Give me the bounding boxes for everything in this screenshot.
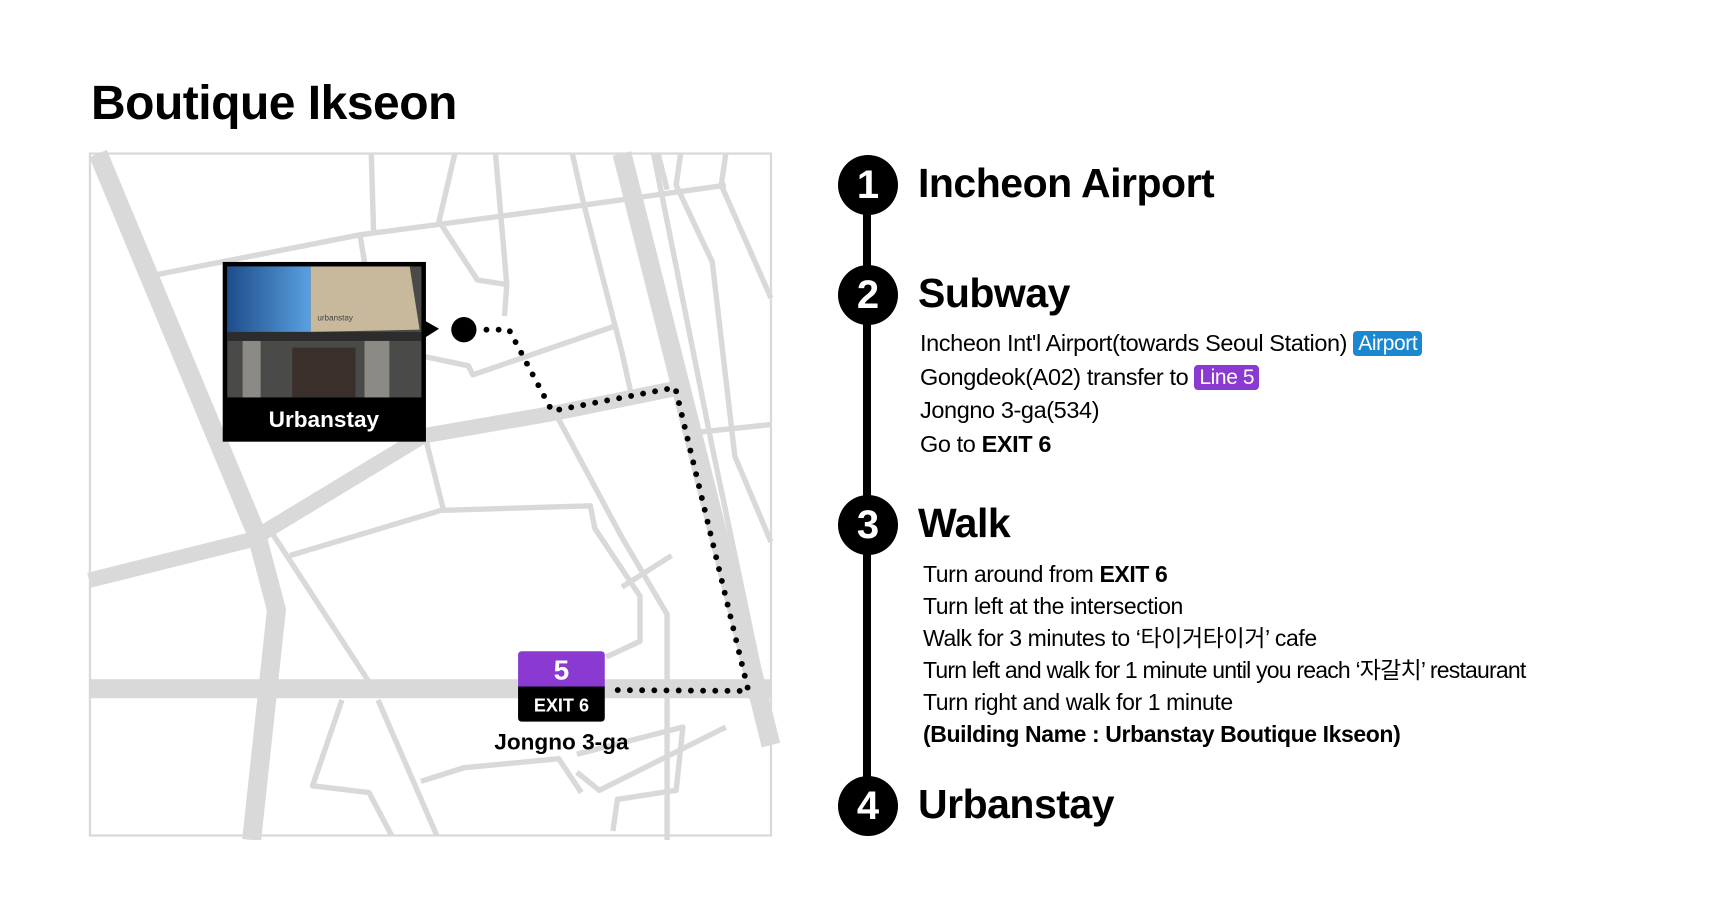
- destination-marker: [451, 317, 477, 343]
- step-2-number: 2: [838, 265, 898, 325]
- hotel-photo-callout: urbanstay Urbanstay: [222, 261, 440, 442]
- route-map: urbanstay Urbanstay 5 EXIT 6 Jongno 3-ga: [87, 149, 780, 840]
- instruction-line: Jongno 3-ga(534): [920, 397, 1100, 423]
- station-exit-badge: 5 EXIT 6 Jongno 3-ga: [494, 651, 629, 755]
- route-path: [451, 317, 753, 694]
- step-2-heading: Subway: [918, 270, 1070, 316]
- airport-line-badge: Airport: [1353, 331, 1423, 356]
- step-3-number: 3: [838, 495, 898, 555]
- step-4-number: 4: [838, 776, 898, 836]
- instruction-line: Gongdeok(A02) transfer to Line 5: [920, 361, 1422, 395]
- line-number: 5: [554, 655, 570, 686]
- instruction-line: Go to EXIT 6: [920, 430, 1052, 457]
- line-5-badge: Line 5: [1194, 364, 1260, 390]
- subway-instructions: Incheon Int'l Airport(towards Seoul Stat…: [920, 327, 1423, 461]
- page-title: Boutique Ikseon: [91, 77, 457, 130]
- instruction-line: Walk for 3 minutes to ‘타이거타이거’ cafe: [923, 625, 1317, 651]
- instruction-line: Turn left and walk for 1 minute until yo…: [923, 657, 1526, 683]
- step-3-heading: Walk: [918, 500, 1011, 546]
- hotel-sign-text: urbanstay: [317, 314, 354, 323]
- exit-number: EXIT 6: [534, 696, 589, 716]
- step-1-heading: Incheon Airport: [918, 160, 1215, 206]
- station-name: Jongno 3-ga: [494, 730, 629, 755]
- step-4-heading: Urbanstay: [918, 781, 1115, 827]
- instruction-line: Turn around from EXIT 6: [923, 561, 1168, 587]
- step-1-number: 1: [838, 155, 898, 215]
- instruction-line: Turn right and walk for 1 minute: [923, 689, 1233, 715]
- instruction-line: Incheon Int'l Airport(towards Seoul Stat…: [920, 327, 1423, 361]
- hotel-photo-label: Urbanstay: [269, 407, 380, 432]
- walk-instructions: Turn around from EXIT 6 Turn left at the…: [923, 558, 1526, 750]
- instruction-line: (Building Name : Urbanstay Boutique Ikse…: [923, 721, 1401, 747]
- instruction-line: Turn left at the intersection: [923, 593, 1183, 619]
